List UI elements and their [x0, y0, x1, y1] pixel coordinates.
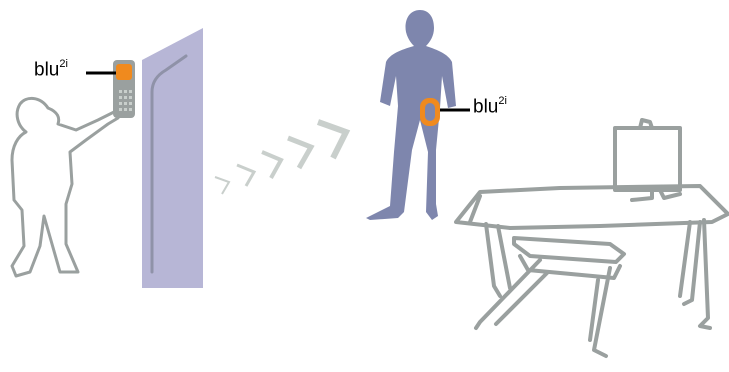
left-device-label-sup: 2i [59, 58, 68, 70]
chair-outline [476, 238, 624, 356]
person-device-label-sup: 2i [498, 95, 507, 107]
blu2i-wearable-device-icon [420, 98, 440, 126]
person-device-label: blu2i [473, 97, 507, 116]
desk-top-outline [456, 186, 728, 228]
person-silhouette [366, 10, 456, 220]
left-device-label-base: blu [34, 59, 59, 80]
person-outline-left [12, 98, 118, 276]
blu2i-keypad-device-icon [113, 60, 135, 118]
signal-chevron-4 [288, 138, 311, 168]
signal-chevron-2 [237, 165, 254, 186]
signal-chevron-5 [318, 122, 346, 158]
signal-chevrons [215, 122, 346, 194]
signal-chevron-1 [215, 177, 229, 194]
left-device-label: blu2i [34, 60, 68, 79]
person-device-label-base: blu [473, 96, 498, 117]
signal-chevron-3 [262, 152, 281, 178]
desk-chair-monitor-outline [456, 120, 728, 356]
desk-legs-outline [486, 220, 710, 328]
